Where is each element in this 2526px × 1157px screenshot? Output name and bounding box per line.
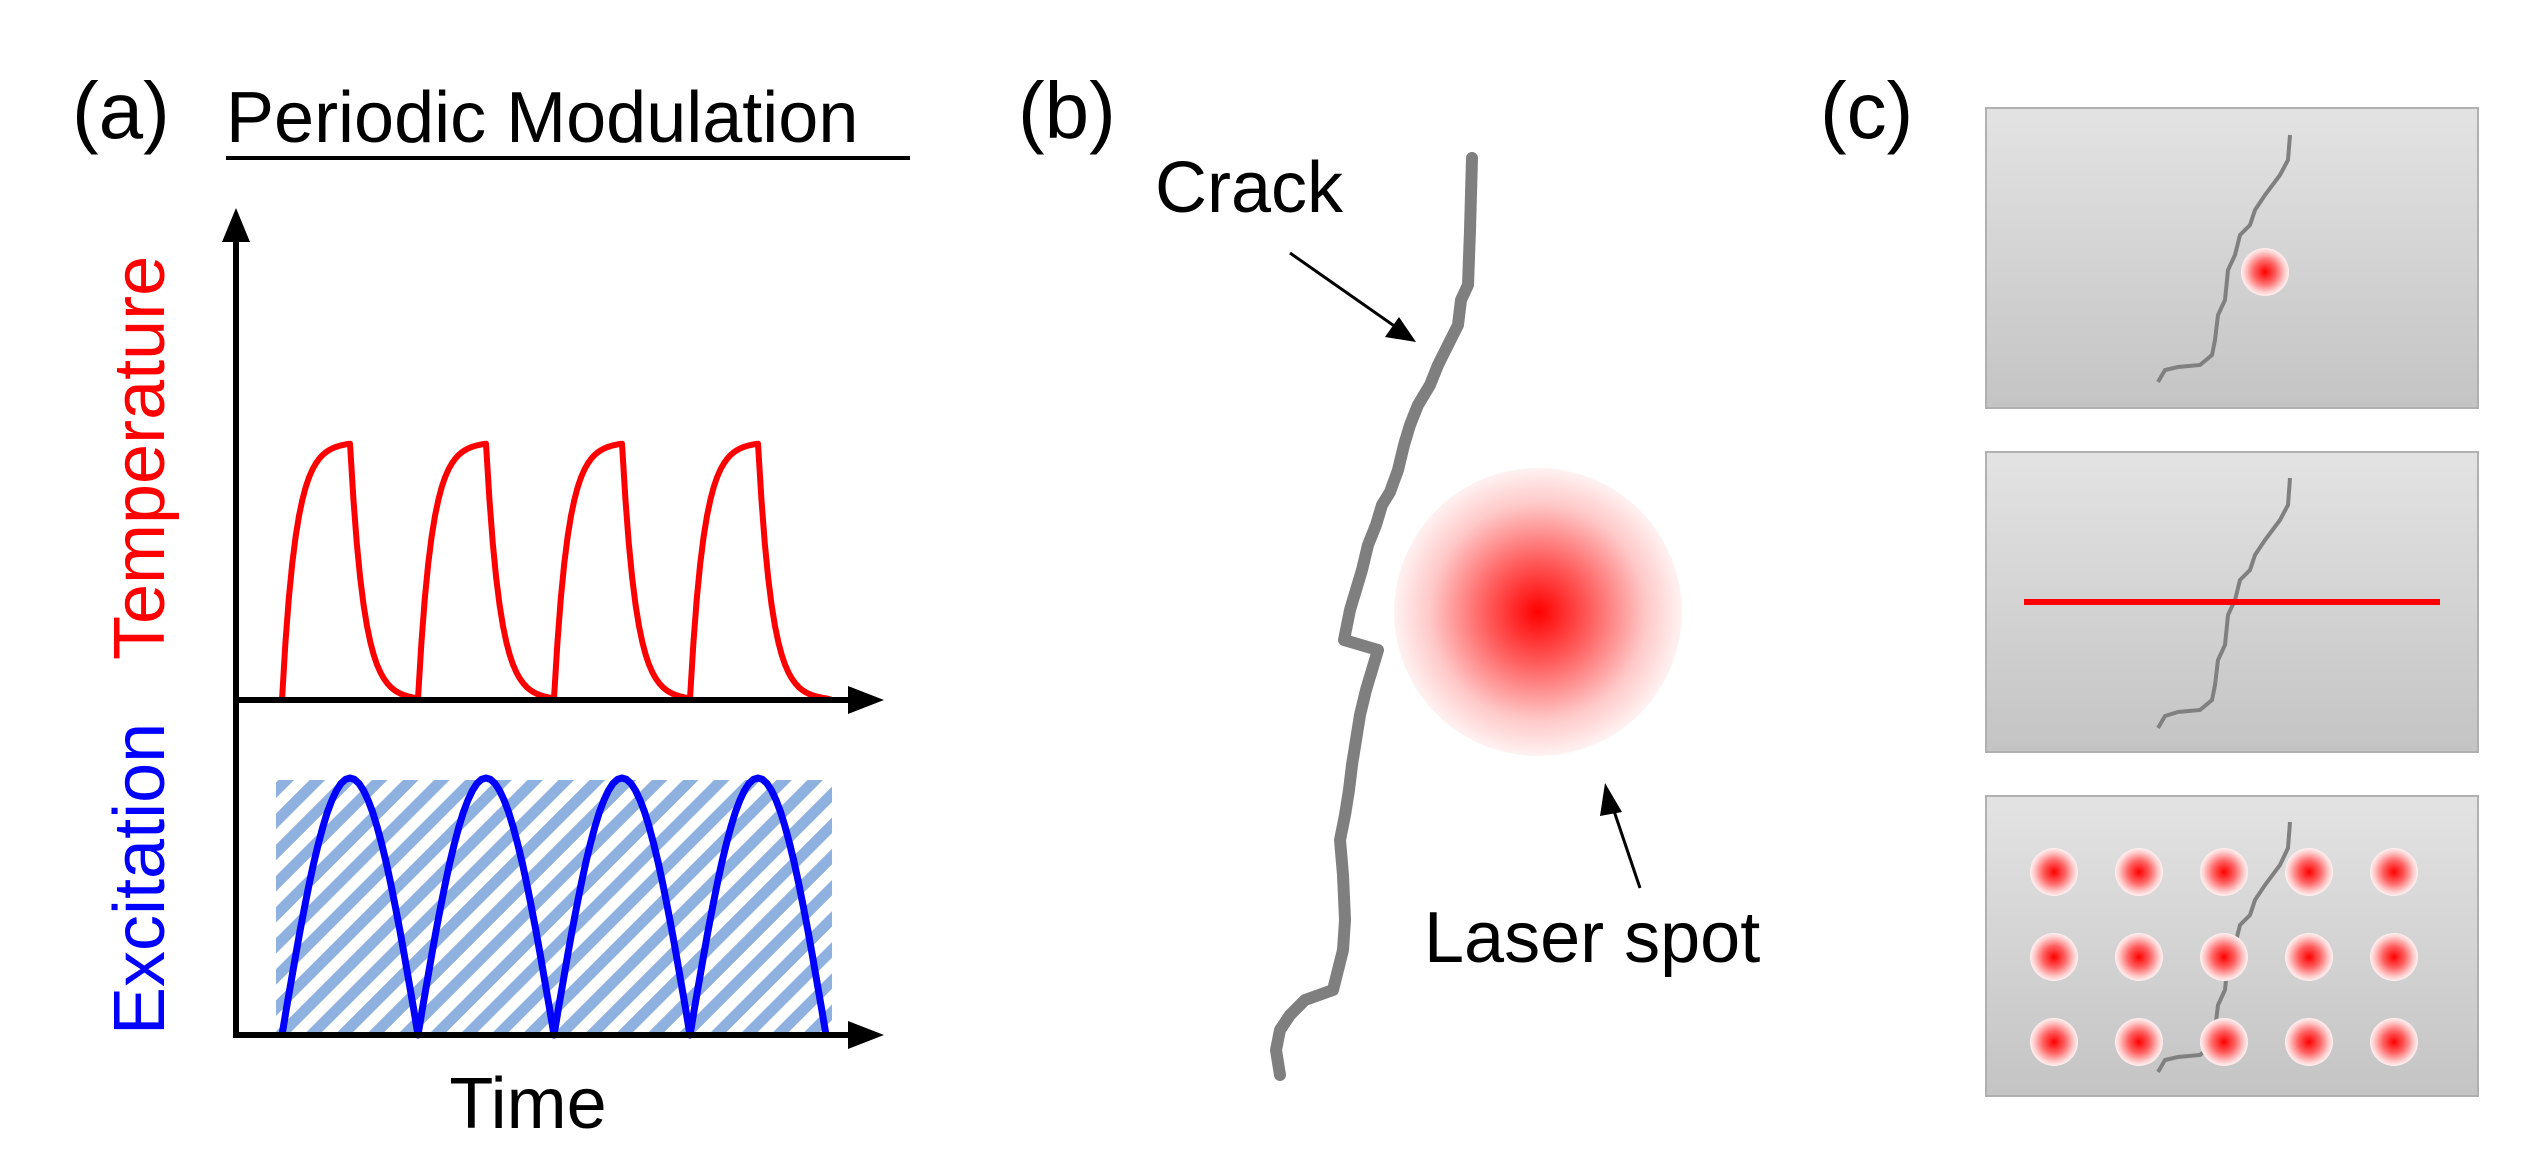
laser-spot bbox=[2370, 1018, 2418, 1066]
y-label-temperature: Temperature bbox=[100, 256, 180, 660]
x-label-time: Time bbox=[449, 1064, 606, 1144]
subpanel-single-spot bbox=[1985, 107, 2479, 409]
crack-arrow bbox=[1289, 251, 1401, 332]
panel-c: (c) bbox=[1820, 66, 2479, 1097]
laser-spot bbox=[2200, 848, 2248, 896]
panel-a-title: Periodic Modulation bbox=[226, 78, 858, 158]
crack-line bbox=[2156, 134, 2292, 384]
laser-spot bbox=[2200, 933, 2248, 981]
laser-spot bbox=[2285, 848, 2333, 896]
laser-spot bbox=[2285, 1018, 2333, 1066]
laser-arrowhead bbox=[1600, 783, 1622, 816]
panel-b: (b) Crack Laser spot bbox=[1018, 66, 1760, 1081]
laser-spot bbox=[2370, 848, 2418, 896]
sample-surface bbox=[1985, 107, 2479, 409]
temperature-curve bbox=[279, 440, 833, 703]
laser-spot bbox=[2115, 848, 2163, 896]
laser-spot-grid bbox=[2030, 848, 2418, 1066]
panel-b-label: (b) bbox=[1018, 66, 1116, 155]
crack-arrowhead bbox=[1385, 317, 1416, 342]
subpanel-spot-grid bbox=[1985, 795, 2479, 1097]
panel-c-label: (c) bbox=[1820, 66, 1913, 155]
laser-spot bbox=[2241, 248, 2289, 296]
subpanel-line-scan bbox=[1985, 451, 2479, 753]
laser-spot bbox=[2115, 1018, 2163, 1066]
axes bbox=[222, 208, 884, 1049]
crack-label: Crack bbox=[1155, 148, 1344, 228]
laser-arrow bbox=[1610, 804, 1642, 889]
crack-line bbox=[1270, 152, 1478, 1081]
panel-a-label: (a) bbox=[72, 66, 170, 155]
panel-a: (a) Periodic Modulation Temperature Exci… bbox=[72, 66, 910, 1144]
crack-line bbox=[2156, 477, 2292, 730]
laser-spot bbox=[2030, 1018, 2078, 1066]
laser-spot bbox=[2030, 933, 2078, 981]
y-label-excitation: Excitation bbox=[100, 723, 180, 1035]
laser-spot bbox=[1394, 468, 1682, 756]
laser-spot bbox=[2030, 848, 2078, 896]
laser-spot bbox=[2370, 933, 2418, 981]
laser-spot-label: Laser spot bbox=[1424, 898, 1760, 978]
y-axis-arrowhead bbox=[222, 208, 250, 242]
lower-x-axis-arrowhead bbox=[848, 1021, 884, 1049]
upper-x-axis-arrowhead bbox=[848, 686, 884, 714]
laser-spot bbox=[2115, 933, 2163, 981]
excitation-hatch-area bbox=[276, 780, 832, 1032]
laser-spot bbox=[2285, 933, 2333, 981]
laser-spot bbox=[2200, 1018, 2248, 1066]
